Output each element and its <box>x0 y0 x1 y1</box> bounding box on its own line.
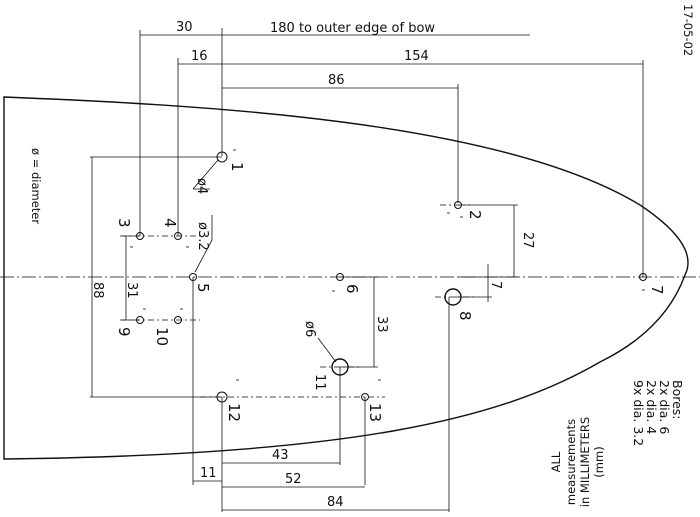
hole-marks <box>130 149 645 381</box>
hole-label-12: 12 <box>225 403 243 422</box>
dim-43: 43 <box>272 448 289 463</box>
hole-label-9: 9 <box>115 327 133 337</box>
hole-label-7: 7 <box>648 285 666 295</box>
diameter-legend: ø = diameter <box>29 148 43 224</box>
hole-label-8: 8 <box>456 311 474 321</box>
hole-label-3: 3 <box>115 218 133 228</box>
dia-3-2: ø3.2 <box>195 222 210 251</box>
dim-11: 11 <box>200 466 217 481</box>
dim-154: 154 <box>404 49 429 64</box>
svg-text:Bores:: Bores: <box>670 380 685 420</box>
dim-30: 30 <box>176 20 193 35</box>
hole-10 <box>174 316 182 324</box>
hole-label-2: 2 <box>466 210 484 220</box>
dim-31: 31 <box>124 282 139 299</box>
hole-5 <box>189 273 197 281</box>
hole-centerlines <box>120 204 475 398</box>
bow-outline <box>3 96 689 460</box>
svg-text:ALL: ALL <box>549 451 563 472</box>
svg-text:2x dia. 4: 2x dia. 4 <box>644 380 659 434</box>
leader-lines <box>192 159 337 363</box>
bores-note: Bores: 2x dia. 6 2x dia. 4 9x dia. 3.2 <box>631 380 685 446</box>
dim-86: 86 <box>328 73 345 88</box>
dim-11-leader: 11 <box>312 374 327 391</box>
hole-label-10: 10 <box>153 327 171 346</box>
dim-16: 16 <box>191 49 208 64</box>
dim-88: 88 <box>90 282 105 299</box>
hole-label-13: 13 <box>366 403 384 422</box>
bottom-dimensions <box>192 277 450 512</box>
hole-11 <box>331 358 349 376</box>
date-stamp: 17-05-02 <box>681 4 695 56</box>
dim-84: 84 <box>327 495 344 510</box>
hole-4 <box>174 232 182 240</box>
hole-12 <box>216 391 228 403</box>
hole-3 <box>136 232 144 240</box>
hole-label-4: 4 <box>161 218 179 228</box>
svg-text:9x dia. 3.2: 9x dia. 3.2 <box>631 380 646 446</box>
hole-9 <box>136 316 144 324</box>
dim-180: 180 to outer edge of bow <box>270 21 435 36</box>
hole-6 <box>336 273 344 281</box>
hole-2 <box>454 201 462 209</box>
hole-label-6: 6 <box>343 284 361 294</box>
dim-52: 52 <box>285 472 302 487</box>
dim-33: 33 <box>374 316 389 333</box>
dia-6: ø6 <box>302 321 317 337</box>
dia-4: ø4 <box>194 178 209 194</box>
hole-13 <box>361 393 369 401</box>
top-dimensions <box>139 28 644 277</box>
svg-text:2x dia. 6: 2x dia. 6 <box>657 380 672 434</box>
svg-text:(mm): (mm) <box>592 446 606 477</box>
hole-7 <box>639 273 647 281</box>
hole-1 <box>216 151 228 163</box>
dim-27: 27 <box>520 232 535 249</box>
svg-text:measurements: measurements <box>564 419 578 505</box>
svg-text:in MILLIMETERS: in MILLIMETERS <box>578 417 592 507</box>
units-note: ALL measurements in MILLIMETERS (mm) <box>549 417 606 507</box>
dim-7: 7 <box>488 281 503 289</box>
hole-8 <box>444 288 462 306</box>
hole-label-5: 5 <box>194 283 212 293</box>
hole-label-1: 1 <box>228 162 246 172</box>
